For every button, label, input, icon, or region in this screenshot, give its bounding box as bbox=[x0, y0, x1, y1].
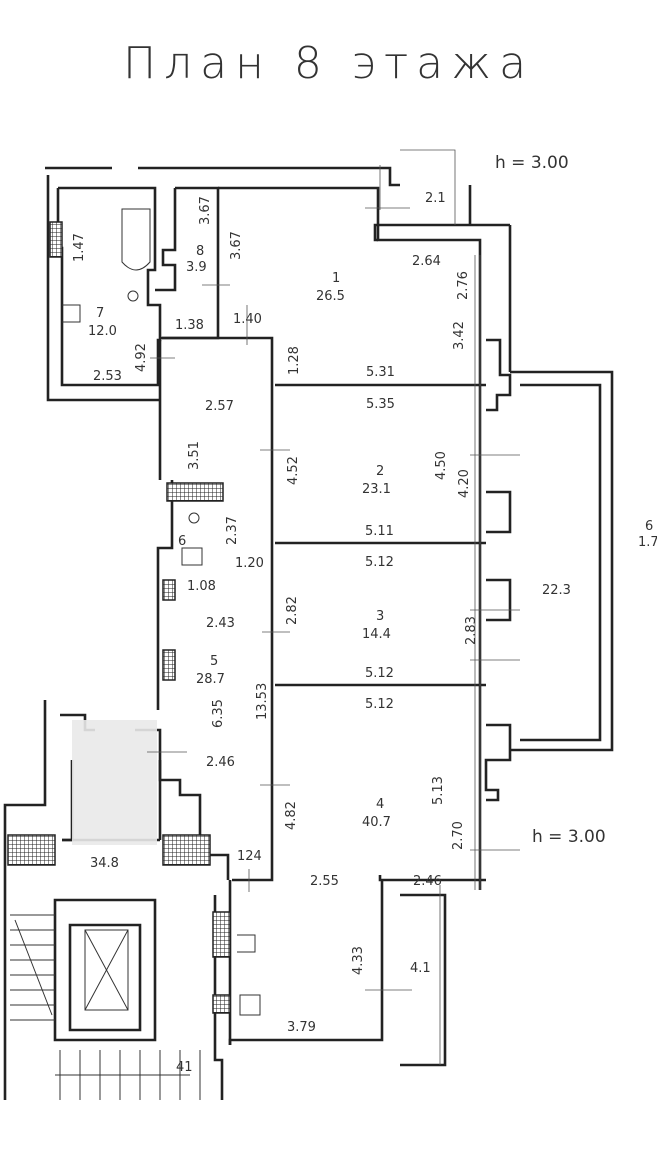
dimension-label: 6.35 bbox=[211, 699, 226, 728]
dimension-label: 1.40 bbox=[233, 312, 262, 327]
room-area: 40.7 bbox=[362, 815, 391, 830]
dimension-label: 4.92 bbox=[134, 343, 149, 372]
dimension-label: 5.35 bbox=[366, 397, 395, 412]
stair-hall-area: 34.8 bbox=[90, 856, 119, 871]
dimension-label: 5.12 bbox=[365, 555, 394, 570]
sink-icon bbox=[62, 304, 81, 323]
dimension-label: 2.70 bbox=[451, 821, 466, 850]
dimension-label: 13.53 bbox=[255, 683, 270, 720]
dimension-label: 3.42 bbox=[452, 321, 467, 350]
ceiling-height-label: h = 3.00 bbox=[495, 153, 569, 173]
dimension-label: 2.1 bbox=[425, 191, 446, 206]
room-area: 28.7 bbox=[196, 672, 225, 687]
dimension-label: 2.53 bbox=[93, 369, 122, 384]
walls bbox=[3, 149, 614, 1100]
room-area: 23.1 bbox=[362, 482, 391, 497]
dimension-label: 2.83 bbox=[464, 616, 479, 645]
fixtures bbox=[62, 208, 261, 1016]
dimension-label: 3.67 bbox=[229, 231, 244, 260]
dimension-label: 5.13 bbox=[431, 776, 446, 805]
stove-icon bbox=[239, 994, 261, 1016]
dimension-label: 4.52 bbox=[286, 456, 301, 485]
dimension-label: 2.43 bbox=[206, 616, 235, 631]
toilet-icon bbox=[127, 290, 139, 302]
dimension-label: 2.37 bbox=[225, 516, 240, 545]
room-number: 4 bbox=[376, 797, 384, 812]
room-area: 26.5 bbox=[316, 289, 345, 304]
plan-title: План 8 этажа bbox=[122, 38, 535, 89]
room-area: 1.7 bbox=[638, 535, 657, 550]
room-area: 12.0 bbox=[88, 324, 117, 339]
room-number: 6 bbox=[178, 534, 186, 549]
dimension-label: 2.55 bbox=[310, 874, 339, 889]
dimension-label: 1.20 bbox=[235, 556, 264, 571]
dimension-label: 4.50 bbox=[434, 451, 449, 480]
dimension-label: 3.51 bbox=[187, 441, 202, 470]
door-marks bbox=[147, 165, 520, 991]
dimension-label: 4.20 bbox=[457, 469, 472, 498]
ventilation-shafts bbox=[7, 221, 231, 1014]
bathtub-icon bbox=[121, 208, 151, 271]
room-number: 2 bbox=[376, 464, 384, 479]
sink-icon bbox=[237, 934, 256, 953]
room-area: 14.4 bbox=[362, 627, 391, 642]
dimension-label: 1.38 bbox=[175, 318, 204, 333]
sink-icon bbox=[181, 547, 203, 566]
dimension-label: 5.12 bbox=[365, 666, 394, 681]
room-number: 7 bbox=[96, 306, 104, 321]
dimension-label: 5.12 bbox=[365, 697, 394, 712]
dimension-label: 4.82 bbox=[284, 801, 299, 830]
room-number: 5 bbox=[210, 654, 218, 669]
dimension-label: 124 bbox=[237, 849, 262, 864]
room-number: 1 bbox=[332, 271, 340, 286]
dimension-label: 2.76 bbox=[456, 271, 471, 300]
dimension-labels: 2.1 2.64 2.76 3.42 3.67 3.67 1.47 1.38 1… bbox=[72, 191, 479, 1035]
stair-label: 41 bbox=[176, 1060, 193, 1075]
dimension-label: 4.33 bbox=[351, 946, 366, 975]
dimension-label: 1.47 bbox=[72, 233, 87, 262]
toilet-icon bbox=[188, 512, 200, 524]
dimension-label: 2.82 bbox=[285, 596, 300, 625]
dimension-label: 4.1 bbox=[410, 961, 431, 976]
dimension-label: 2.46 bbox=[206, 755, 235, 770]
room-labels: 1 26.5 2 23.1 3 14.4 4 40.7 5 28.7 6 7 1… bbox=[88, 244, 657, 1075]
dimension-label: 5.31 bbox=[366, 365, 395, 380]
room-number: 3 bbox=[376, 609, 384, 624]
room-number: 6 bbox=[645, 519, 653, 534]
dimension-label: 3.79 bbox=[287, 1020, 316, 1035]
dimension-label: 2.64 bbox=[412, 254, 441, 269]
dimension-label: 1.28 bbox=[287, 346, 302, 375]
loggia-area: 22.3 bbox=[542, 583, 571, 598]
dimension-label: 1.08 bbox=[187, 579, 216, 594]
dimension-label: 2.57 bbox=[205, 399, 234, 414]
dimension-label: 5.11 bbox=[365, 524, 394, 539]
ceiling-height-label: h = 3.00 bbox=[532, 827, 606, 847]
room-number: 8 bbox=[196, 244, 204, 259]
dimension-label: 2.46 bbox=[413, 874, 442, 889]
dimension-label: 3.67 bbox=[198, 196, 213, 225]
room-area: 3.9 bbox=[186, 260, 207, 275]
redacted-area bbox=[72, 720, 157, 845]
